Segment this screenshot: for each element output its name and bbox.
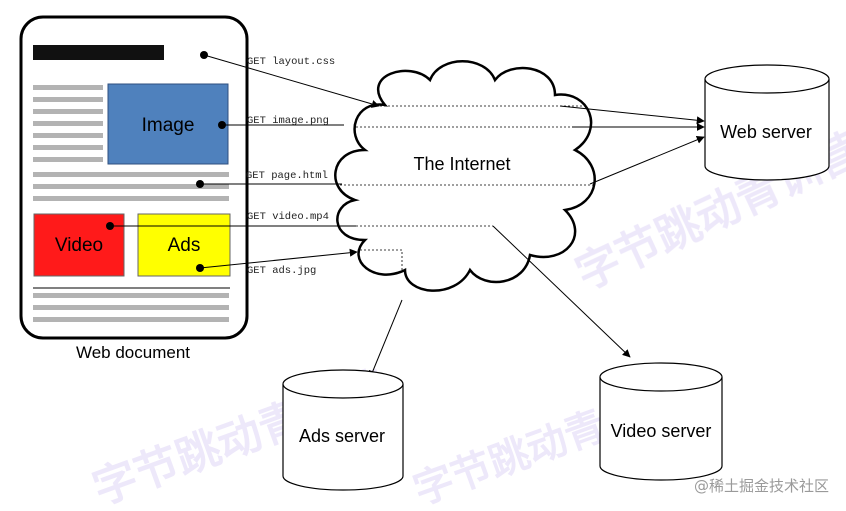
document-title-bar [33, 45, 164, 60]
document-caption: Web document [76, 343, 190, 362]
ads-block [137, 213, 231, 277]
request-label-page: GET page.html [246, 170, 328, 182]
request-label-video: GET video.mp4 [247, 211, 329, 223]
document-frame [19, 15, 249, 340]
ads-server: Ads server [282, 369, 404, 491]
request-labels: GET layout.css GET image.png GET page.ht… [246, 56, 335, 277]
cloud-shape [334, 60, 596, 292]
request-label-image: GET image.png [247, 115, 329, 127]
internet-label: The Internet [413, 154, 510, 174]
image-block [107, 83, 229, 165]
ads-server-label: Ads server [299, 426, 385, 446]
request-arrows [110, 54, 380, 269]
video-server-label: Video server [611, 421, 712, 441]
video-server: Video server [599, 362, 723, 481]
video-block-label: Video [55, 235, 103, 256]
web-document: Image Video Ads [19, 15, 249, 340]
web-server-label: Web server [720, 122, 812, 142]
text-lines [33, 85, 229, 322]
image-block-label: Image [142, 115, 195, 136]
internet-cloud: The Internet [334, 60, 596, 292]
server-arrows [369, 105, 705, 379]
credit-watermark: @稀土掘金技术社区 [694, 477, 829, 495]
request-label-layout: GET layout.css [247, 56, 335, 68]
request-label-ads: GET ads.jpg [247, 265, 316, 277]
web-server: Web server [704, 64, 830, 181]
ads-block-label: Ads [168, 235, 201, 256]
